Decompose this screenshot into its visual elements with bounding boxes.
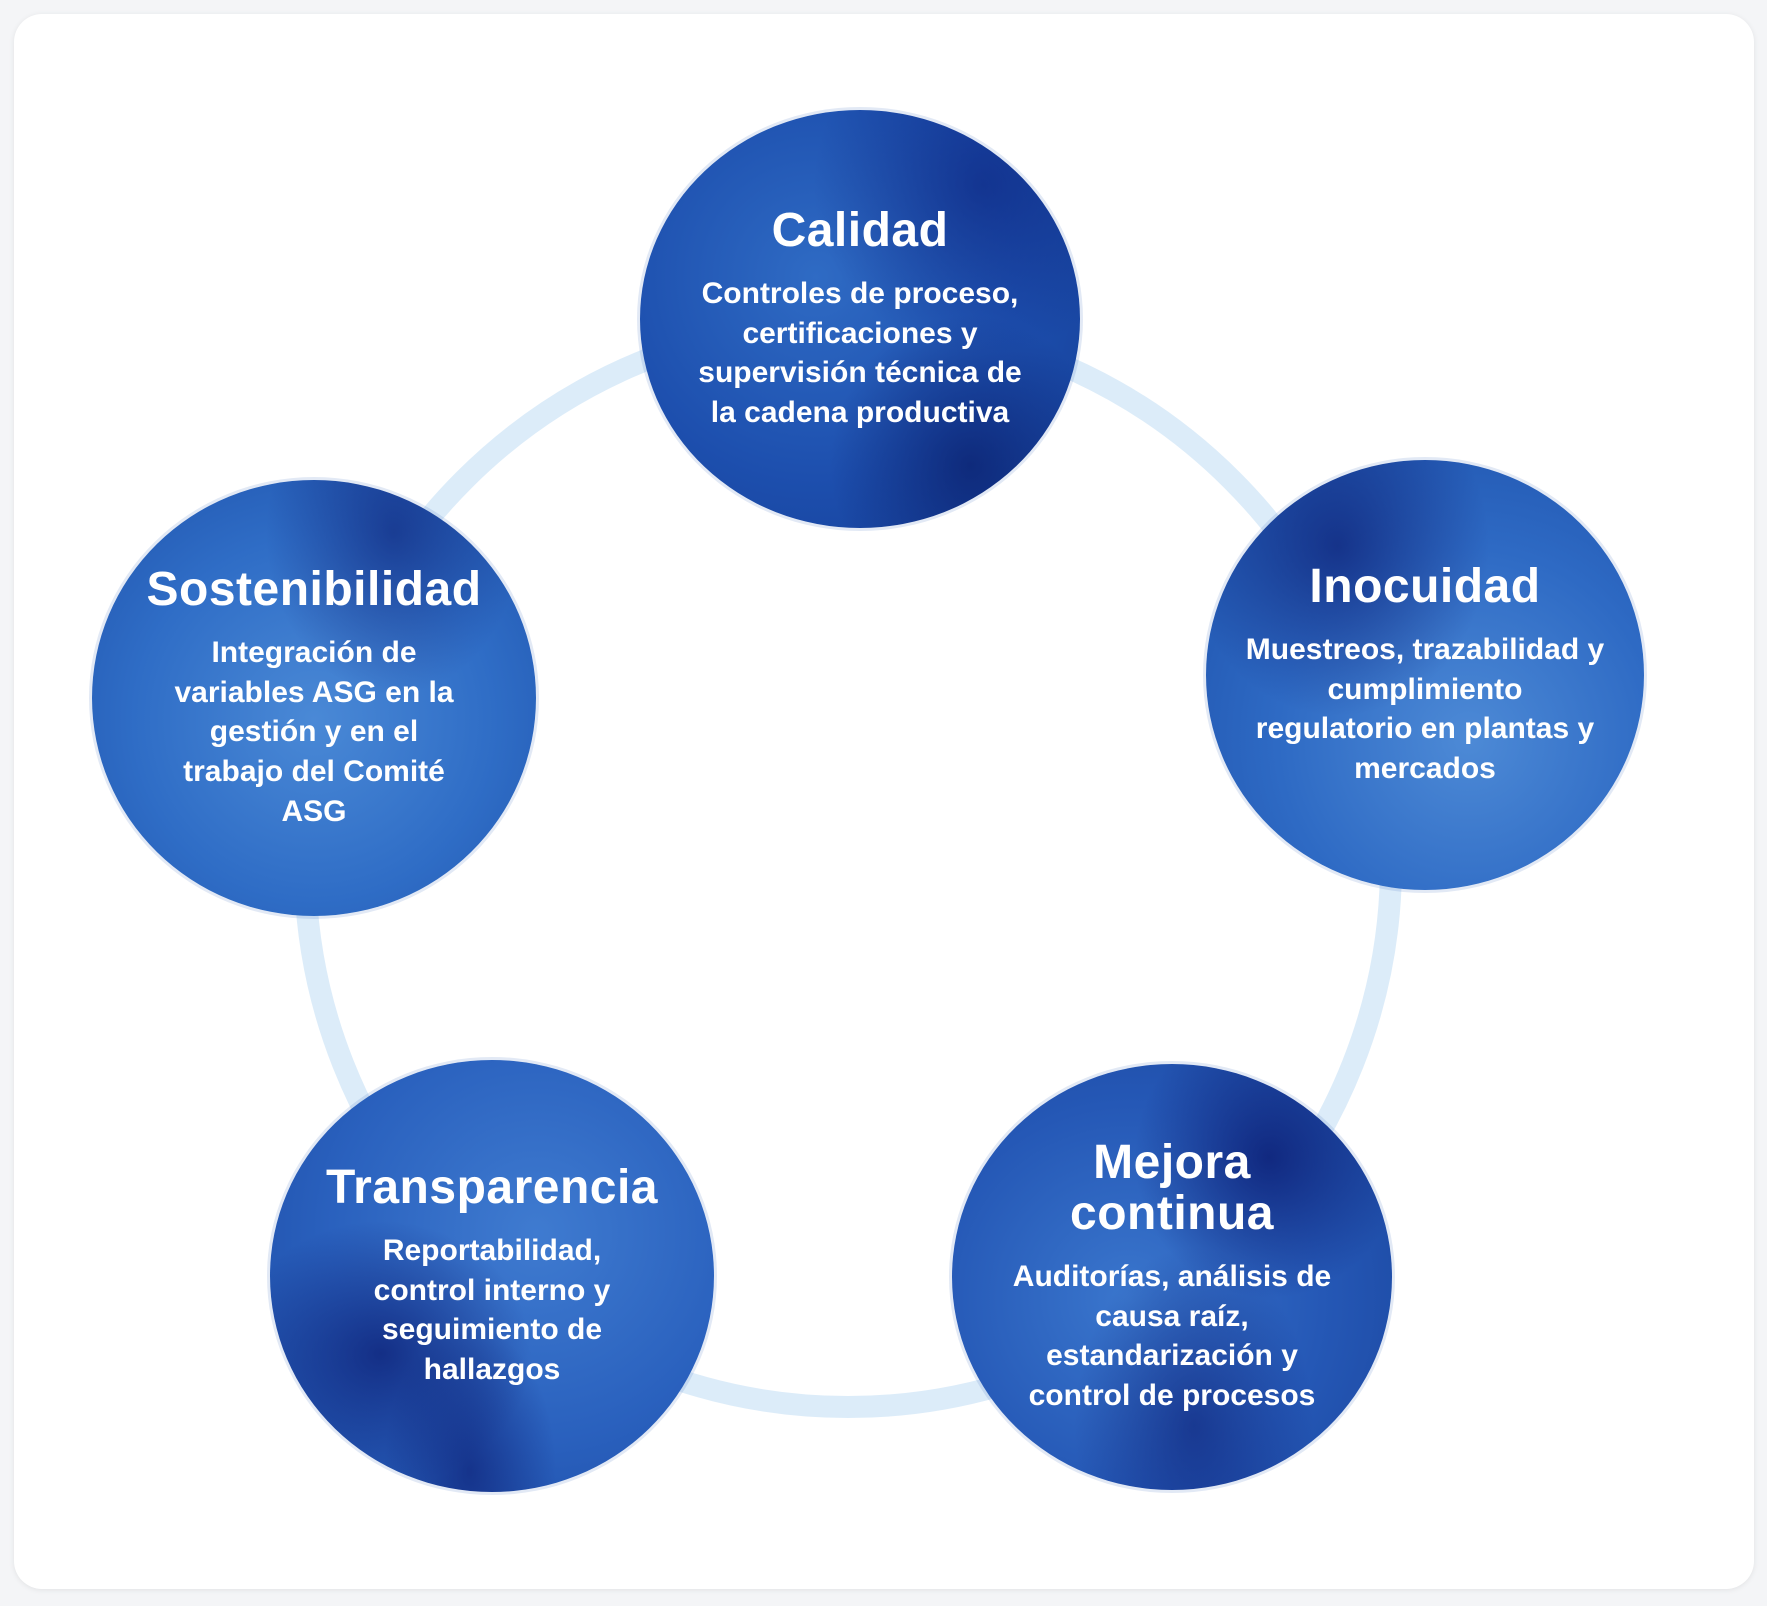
node-title: Sostenibilidad xyxy=(146,562,482,616)
node-calidad: Calidad Controles de proceso, certificac… xyxy=(640,110,1080,528)
node-mejora-continua: Mejora continua Auditorías, análisis de … xyxy=(952,1064,1392,1490)
node-description: Reportabilidad, control interno y seguim… xyxy=(373,1234,611,1386)
node-title: Inocuidad xyxy=(1309,559,1541,613)
node-inocuidad: Inocuidad Muestreos, trazabilidad y cump… xyxy=(1206,460,1644,890)
node-description: Auditorías, análisis de causa raíz, esta… xyxy=(1012,1260,1332,1412)
node-description: Muestreos, trazabilidad y cumplimiento r… xyxy=(1245,633,1605,785)
node-title: Transparencia xyxy=(326,1160,658,1214)
node-title: Calidad xyxy=(771,203,949,257)
node-title: Mejora continua xyxy=(1070,1136,1274,1240)
node-description: Controles de proceso, certificaciones y … xyxy=(698,277,1022,429)
node-sostenibilidad: Sostenibilidad Integración de variables … xyxy=(92,480,536,916)
node-description: Integración de variables ASG en la gesti… xyxy=(174,636,454,828)
node-transparencia: Transparencia Reportabilidad, control in… xyxy=(270,1060,714,1492)
